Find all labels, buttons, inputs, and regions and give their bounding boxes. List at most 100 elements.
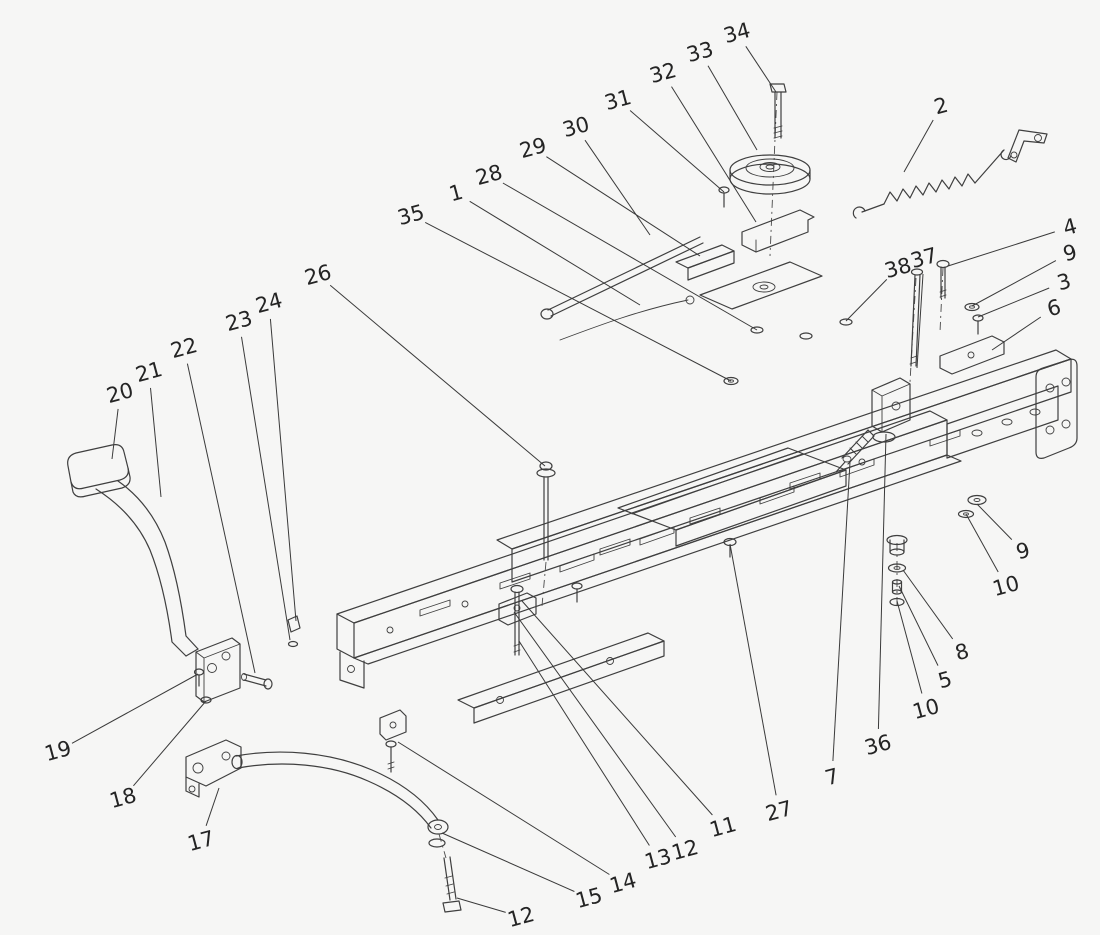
- part-number-label: 7: [822, 764, 841, 791]
- callout-17: 17: [185, 787, 220, 856]
- leader-line: [947, 231, 1055, 267]
- leader-line: [729, 543, 777, 796]
- callout-8: 8: [902, 569, 972, 666]
- part-number-label: 12: [669, 835, 701, 865]
- leader-line: [397, 741, 610, 875]
- callout-33: 33: [684, 37, 758, 151]
- part-number-label: 23: [223, 306, 255, 336]
- mid-right-parts: [723, 377, 987, 607]
- callout-12: 12: [513, 611, 701, 865]
- callout-4: 4: [947, 214, 1080, 267]
- leader-line: [965, 513, 999, 573]
- part-number-label: 21: [133, 357, 165, 387]
- callout-14: 14: [397, 741, 639, 898]
- leader-line: [971, 260, 1057, 307]
- leader-line: [518, 640, 650, 846]
- callout-9: 9: [971, 240, 1080, 307]
- callout-2: 2: [903, 93, 951, 173]
- part-number-label: 12: [505, 902, 537, 932]
- callout-19: 19: [42, 673, 199, 766]
- leader-line: [629, 110, 725, 193]
- leader-line: [977, 287, 1050, 318]
- part-number-label: 9: [1013, 538, 1032, 565]
- part-number-label: 8: [952, 639, 971, 666]
- part-number-label: 34: [721, 18, 753, 48]
- callout-13: 13: [518, 640, 674, 874]
- callout-6: 6: [991, 295, 1064, 351]
- callout-37: 37: [908, 243, 940, 369]
- idler-bracket: [498, 592, 537, 626]
- callout-38: 38: [845, 253, 914, 322]
- callout-5: 5: [898, 585, 955, 693]
- leader-line: [896, 600, 923, 694]
- part-number-label: 33: [684, 37, 716, 67]
- callout-34: 34: [721, 18, 777, 93]
- callout-35: 35: [395, 200, 732, 382]
- leader-line: [991, 316, 1042, 351]
- leader-line: [456, 897, 506, 913]
- callout-15: 15: [441, 832, 605, 913]
- callout-22: 22: [168, 333, 256, 674]
- callout-7: 7: [822, 461, 851, 791]
- callout-layer: 3433323130292813524936383726242322212091…: [42, 18, 1080, 932]
- leader-line: [671, 86, 757, 223]
- idler-pulley-assembly: [540, 83, 853, 386]
- callout-9: 9: [976, 503, 1033, 565]
- leader-line: [241, 336, 291, 641]
- callout-18: 18: [107, 700, 207, 813]
- part-number-label: 4: [1060, 214, 1079, 241]
- leader-line: [902, 569, 954, 640]
- part-number-label: 30: [560, 112, 592, 142]
- part-number-label: 17: [185, 826, 217, 856]
- callout-21: 21: [133, 357, 165, 498]
- leader-line: [903, 119, 934, 173]
- part-number-label: 6: [1044, 295, 1063, 322]
- part-number-label: 20: [104, 378, 136, 408]
- part-number-label: 9: [1060, 240, 1079, 267]
- leader-line: [424, 221, 732, 382]
- part-number-label: 18: [107, 783, 139, 813]
- part-number-label: 26: [302, 260, 334, 290]
- leader-line: [205, 787, 220, 826]
- part-number-label: 3: [1054, 269, 1073, 296]
- leader-line: [916, 273, 924, 369]
- part-number-label: 29: [517, 133, 549, 163]
- leader-line: [521, 600, 713, 816]
- part-number-label: 36: [862, 730, 894, 760]
- part-number-label: 10: [990, 571, 1022, 601]
- leader-line: [71, 673, 199, 744]
- part-number-label: 15: [573, 883, 605, 913]
- part-number-label: 2: [931, 93, 950, 120]
- part-number-label: 14: [607, 868, 639, 898]
- leader-line: [269, 318, 297, 622]
- leader-line: [469, 200, 641, 306]
- callout-27: 27: [729, 543, 795, 826]
- leader-line: [546, 156, 701, 257]
- callout-23: 23: [223, 306, 291, 641]
- callout-3: 3: [977, 269, 1074, 318]
- right-fasteners: [909, 259, 1005, 383]
- callout-28: 28: [473, 160, 758, 331]
- leader-line: [707, 65, 758, 151]
- part-number-label: 31: [602, 85, 634, 115]
- leader-line: [845, 279, 888, 322]
- leader-line: [111, 408, 119, 460]
- callout-32: 32: [647, 58, 757, 223]
- leader-line: [976, 503, 1013, 540]
- leader-line: [877, 433, 887, 730]
- leader-line: [329, 284, 546, 467]
- part-number-label: 22: [168, 333, 200, 363]
- part-number-label: 28: [473, 160, 505, 190]
- part-number-label: 11: [707, 812, 739, 842]
- callout-20: 20: [104, 378, 136, 460]
- plate-6: [939, 335, 1005, 375]
- part-number-label: 13: [642, 844, 674, 874]
- leader-line: [745, 46, 777, 93]
- callout-26: 26: [302, 260, 546, 467]
- callout-10: 10: [896, 600, 942, 724]
- pedal-assembly: [67, 444, 301, 798]
- leader-line: [150, 387, 162, 498]
- leader-line: [502, 182, 758, 331]
- leader-line: [133, 700, 207, 787]
